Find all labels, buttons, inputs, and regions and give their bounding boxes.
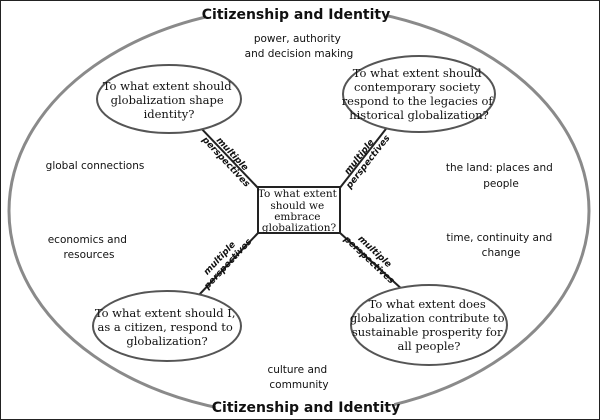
question-bottom-right: To what extent does globalization contri… [350,297,508,353]
connector-top-right [338,124,390,190]
title-bottom: Citizenship and Identity [212,400,400,416]
title-top: Citizenship and Identity [202,7,390,23]
connector-bottom-left [196,231,260,298]
strand-economics-resources: economics and resources [48,234,131,261]
q-bl-line-1: To what extent should I, [95,306,236,320]
q-br-line-4: all people? [398,339,461,353]
q-br-line-3: sustainable prosperity for [352,325,503,339]
svg-text:multiple perspectives: multiple perspectives [199,128,259,190]
question-top-left: To what extent should globalization shap… [103,79,235,121]
q-br-line-1: To what extent does [369,297,486,311]
strand-top-line-1: power, authority [254,33,341,45]
strand-left-lower-line-1: economics and [48,234,127,246]
strand-bottom-line-2: community [269,379,328,391]
svg-text:multiple perspectives: multiple perspectives [195,230,255,292]
strand-culture-community: culture and community [267,364,330,391]
center-line-4: globalization? [262,222,337,234]
question-ellipse-bottom-right [350,284,508,366]
strand-left-lower-line-2: resources [64,249,115,261]
top-banner-bg [206,1,386,25]
q-tr-line-4: historical globalization? [349,108,489,122]
center-box [257,186,341,234]
connector-bottom-right [338,231,405,292]
strand-top-line-2: and decision making [245,48,354,60]
label-multiple-perspectives-br: multiple perspectives [341,227,403,287]
q-tl-line-3: identity? [144,107,195,121]
bottom-banner-bg [216,397,394,419]
strand-right-lower-line-2: change [482,247,521,259]
strand-right-lower-line-1: time, continuity and [446,232,552,244]
q-bl-line-3: globalization? [126,334,207,348]
strand-global-connections: global connections [46,160,145,172]
strand-bottom-line-1: culture and [267,364,327,376]
center-line-2: should we [270,200,324,212]
strand-right-upper-line-2: people [483,178,519,190]
q-tr-line-1: To what extent should [353,66,482,80]
label-multiple-perspectives-tl: multiple perspectives [199,128,259,190]
q-tr-line-3: respond to the legacies of [342,94,494,108]
strand-land-places-people: the land: places and people [446,162,556,190]
center-line-3: embrace [274,211,320,223]
question-ellipse-top-right [342,55,496,133]
strand-power-authority: power, authority and decision making [245,33,354,60]
question-bottom-left: To what extent should I, as a citizen, r… [95,306,239,348]
q-tr-line-2: contemporary society [354,80,481,94]
strand-time-continuity-change: time, continuity and change [446,232,555,259]
center-question: To what extent should we embrace globali… [258,188,340,234]
label-multiple-perspectives-bl: multiple perspectives [195,230,255,293]
q-tl-line-1: To what extent should [103,79,232,93]
strand-left-upper-line-1: global connections [46,160,145,172]
q-br-line-2: globalization contribute to [350,311,505,325]
connector-top-left [197,124,260,190]
question-ellipse-bottom-left [92,290,242,362]
connector-lines [196,124,405,298]
svg-text:multiple perspectives: multiple perspectives [341,227,403,287]
q-tl-line-2: globalization shape [111,93,224,107]
center-line-1: To what extent [258,188,338,200]
question-ellipse-top-left [96,64,242,134]
strand-right-upper-line-1: the land: places and [446,162,553,174]
question-top-right: To what extent should contemporary socie… [342,66,497,122]
q-bl-line-2: as a citizen, respond to [97,320,232,334]
